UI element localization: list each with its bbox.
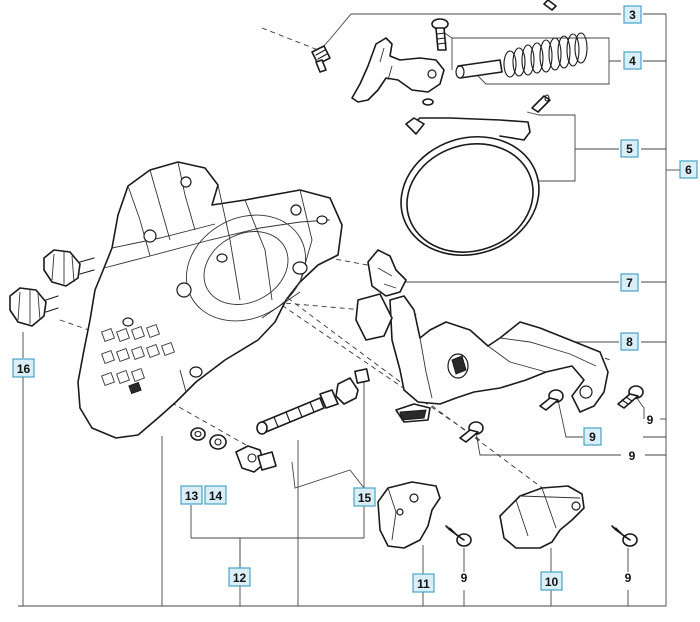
tension-screw — [256, 389, 339, 435]
callout-9-boxed: 9 — [583, 427, 602, 446]
callout-11: 11 — [412, 573, 435, 593]
label-9-bottom-middle: 9 — [461, 571, 468, 585]
callout-12: 12 — [228, 567, 251, 587]
callout-6-label: 6 — [685, 163, 692, 177]
label-9-right-upper: 9 — [647, 413, 654, 427]
callout-16-label: 16 — [17, 362, 31, 376]
bumper-knob-upper — [43, 249, 95, 287]
adjust-nut — [335, 368, 370, 405]
callout-10-label: 10 — [545, 575, 559, 589]
callout-14: 14 — [204, 485, 227, 505]
callout-11-label: 11 — [417, 577, 430, 591]
callout-4: 4 — [623, 51, 642, 70]
screw-right-middle — [539, 389, 564, 411]
callout-3-label: 3 — [629, 8, 636, 22]
callout-9-boxed-label: 9 — [589, 430, 596, 444]
callout-7-label: 7 — [626, 276, 633, 290]
screw-center — [459, 421, 484, 443]
callout-3: 3 — [623, 5, 642, 24]
brake-bracket — [367, 249, 407, 297]
callout-14-label: 14 — [209, 489, 223, 503]
callout-15-label: 15 — [358, 491, 372, 505]
cover-cap-large — [499, 485, 585, 549]
bumper-knob-lower — [9, 287, 59, 327]
plug-15 — [257, 451, 277, 471]
brake-band — [400, 94, 551, 257]
callout-6: 6 — [679, 160, 698, 179]
cover-cap-small — [377, 481, 441, 549]
spring-pin — [311, 45, 331, 73]
label-9-right-lower: 9 — [629, 449, 636, 463]
callout-13: 13 — [180, 485, 203, 505]
callout-8-label: 8 — [626, 335, 633, 349]
brake-lever — [351, 37, 445, 103]
screw-right-upper — [617, 385, 644, 409]
clutch-cover-body — [77, 161, 343, 439]
partial-part-top — [543, 0, 557, 11]
callout-7: 7 — [620, 273, 639, 292]
callout-5: 5 — [620, 139, 639, 158]
screw-and-spring — [422, 18, 588, 106]
brake-housing — [355, 293, 609, 423]
callout-15: 15 — [353, 487, 376, 507]
callout-10: 10 — [540, 571, 563, 591]
callout-16: 16 — [12, 358, 35, 378]
callout-13-label: 13 — [185, 489, 199, 503]
label-9-bottom-right: 9 — [625, 571, 632, 585]
callout-4-label: 4 — [629, 54, 636, 68]
callout-5-label: 5 — [626, 142, 633, 156]
compression-spring — [503, 32, 588, 78]
washer-13 — [190, 427, 206, 441]
washer-14 — [209, 434, 227, 450]
screw-lower-middle — [445, 525, 472, 547]
callout-12-label: 12 — [233, 571, 247, 585]
callout-8: 8 — [620, 332, 639, 351]
screw-lower-right — [611, 525, 638, 547]
